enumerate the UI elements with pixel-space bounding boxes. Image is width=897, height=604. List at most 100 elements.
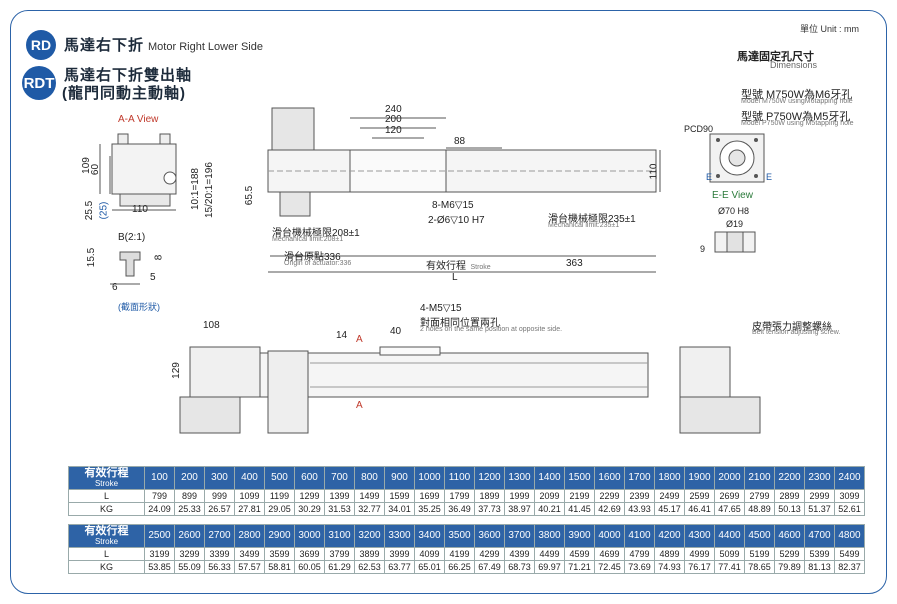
e-mark-right: E <box>766 172 773 182</box>
stroke-header-en: Stroke <box>94 479 119 488</box>
stroke-cell: 800 <box>354 466 385 490</box>
kg-row-label: KG <box>68 560 145 574</box>
stroke-cell: 4100 <box>624 524 655 548</box>
stroke-cell: 1900 <box>684 466 715 490</box>
length-cell: 1899 <box>474 489 505 503</box>
limit-right-en: Mechanical limit:235±1 <box>548 222 620 229</box>
stroke-cell: 400 <box>234 466 265 490</box>
belt-screw-en: Belt tension adjusting screw. <box>752 329 841 336</box>
stroke-header-en: Stroke <box>94 537 119 546</box>
belt-screw-cn: 皮帶張力調整螺絲 <box>752 322 832 333</box>
length-cell: 2099 <box>534 489 565 503</box>
ee-view-drawing <box>714 231 756 253</box>
l-row-label: L <box>68 547 145 561</box>
stroke-cell: 3900 <box>564 524 595 548</box>
kg-row-label: KG <box>68 502 145 516</box>
length-cell: 3199 <box>144 547 175 561</box>
motor-flange-drawing <box>709 133 765 183</box>
m6-holes: 8-M6▽15 <box>432 200 474 211</box>
weight-cell: 51.37 <box>804 502 835 516</box>
stroke-cell: 900 <box>384 466 415 490</box>
ee-view-title: E-E View <box>712 190 753 201</box>
weight-cell: 25.33 <box>174 502 205 516</box>
dim-200: 200 <box>385 114 402 125</box>
dim-120: 120 <box>385 125 402 136</box>
b-dim-8: 8 <box>153 254 165 261</box>
stroke-cell: 4800 <box>834 524 865 548</box>
length-cell: 1799 <box>444 489 475 503</box>
length-cell: 4399 <box>504 547 535 561</box>
dim-110-right: 110 <box>648 163 660 180</box>
stroke-cell: 2600 <box>174 524 205 548</box>
phi6-holes: 2-Ø6▽10 H7 <box>428 215 485 226</box>
length-cell: 1999 <box>504 489 535 503</box>
length-cell: 3099 <box>834 489 865 503</box>
mount-title-en: Dimensions <box>770 60 818 70</box>
length-cell: 4199 <box>444 547 475 561</box>
length-cell: 3699 <box>294 547 325 561</box>
stroke-cell: 4200 <box>654 524 685 548</box>
length-cell: 3299 <box>174 547 205 561</box>
stroke-cell: 600 <box>294 466 325 490</box>
weight-cell: 35.25 <box>414 502 445 516</box>
length-cell: 5199 <box>744 547 775 561</box>
rd-title-cn: 馬達右下折 <box>64 37 145 54</box>
stroke-cell: 1000 <box>414 466 445 490</box>
weight-cell: 60.05 <box>294 560 325 574</box>
stroke-cell: 1300 <box>504 466 535 490</box>
stroke-label-en: Stroke <box>470 264 491 271</box>
length-cell: 1699 <box>414 489 445 503</box>
stroke-cell: 2800 <box>234 524 265 548</box>
side-dim-108: 108 <box>203 320 220 331</box>
weight-cell: 63.77 <box>384 560 415 574</box>
length-cell: 4899 <box>654 547 685 561</box>
aa-view-drawing <box>99 133 177 211</box>
weight-cell: 26.57 <box>204 502 235 516</box>
stroke-cell: 2700 <box>204 524 235 548</box>
e-mark-left: E <box>706 172 713 182</box>
stroke-cell: 3700 <box>504 524 535 548</box>
length-cell: 1399 <box>324 489 355 503</box>
stroke-cell: 2500 <box>144 524 175 548</box>
length-cell: 3899 <box>354 547 385 561</box>
a-mark-bottom: A <box>356 400 363 411</box>
a-mark-top: A <box>356 334 363 345</box>
b-detail-drawing <box>110 251 141 285</box>
length-cell: 4599 <box>564 547 595 561</box>
weight-cell: 50.13 <box>774 502 805 516</box>
weight-cell: 42.69 <box>594 502 625 516</box>
length-cell: 799 <box>144 489 175 503</box>
length-cell: 2399 <box>624 489 655 503</box>
length-cell: 1299 <box>294 489 325 503</box>
ratio-10-1: 10:1=188 <box>190 168 201 210</box>
length-cell: 4299 <box>474 547 505 561</box>
weight-cell: 56.33 <box>204 560 235 574</box>
side-view-drawing <box>179 346 761 434</box>
dim-363: 363 <box>566 258 583 269</box>
stroke-cell: 4300 <box>684 524 715 548</box>
top-view-drawing <box>267 107 661 273</box>
weight-cell: 29.05 <box>264 502 295 516</box>
stroke-cell: 100 <box>144 466 175 490</box>
weight-cell: 77.41 <box>714 560 745 574</box>
stroke-cell: 4500 <box>744 524 775 548</box>
length-cell: 2499 <box>654 489 685 503</box>
length-cell: 4099 <box>414 547 445 561</box>
ee-dim-70: Ø70 H8 <box>718 206 750 216</box>
unit-label: 單位 Unit : mm <box>799 24 859 34</box>
stroke-cell: 500 <box>264 466 295 490</box>
weight-cell: 73.69 <box>624 560 655 574</box>
weight-cell: 79.89 <box>774 560 805 574</box>
stroke-cell: 3500 <box>444 524 475 548</box>
length-cell: 4799 <box>624 547 655 561</box>
stroke-label-cn: 有效行程 <box>426 261 466 272</box>
length-cell: 1499 <box>354 489 385 503</box>
stroke-cell: 4700 <box>804 524 835 548</box>
stroke-cell: 2100 <box>744 466 775 490</box>
b-dim-6: 6 <box>112 282 118 293</box>
stroke-cell: 2300 <box>804 466 835 490</box>
m5-holes-cn: 對面相同位置兩孔 <box>420 318 500 329</box>
weight-cell: 82.37 <box>834 560 865 574</box>
stroke-cell: 3600 <box>474 524 505 548</box>
